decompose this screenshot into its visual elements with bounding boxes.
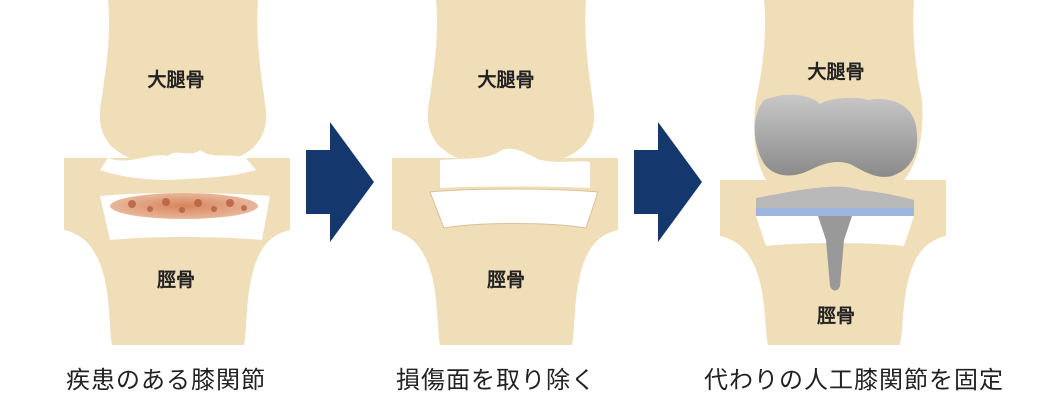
soft-tissue-left — [392, 0, 458, 158]
soft-tissue-left-mid — [720, 100, 766, 180]
soft-tissue-lower-right — [244, 230, 290, 345]
tibia-label: 脛骨 — [486, 269, 525, 291]
joint-gap — [440, 148, 590, 175]
caption-diseased-knee: 疾患のある膝関節 — [66, 366, 266, 394]
right-arrow-icon — [634, 122, 702, 242]
panel-diseased-knee: 大腿骨 脛骨 — [64, 0, 290, 345]
femoral-implant — [754, 94, 918, 177]
panel-resected-knee: 大腿骨 脛骨 — [392, 0, 618, 345]
tibial-liner — [756, 208, 914, 216]
soft-tissue-left — [720, 0, 766, 100]
soft-tissue-right — [236, 0, 290, 158]
fibula-region — [392, 230, 440, 345]
soft-tissue-right — [913, 0, 946, 100]
caption-implant-knee: 代わりの人工膝関節を固定 — [704, 366, 1004, 394]
soft-tissue-left — [64, 0, 130, 158]
fibula-region — [720, 236, 768, 345]
tibia-label: 脛骨 — [816, 305, 855, 327]
tibia-plateau-resected — [429, 188, 599, 229]
tibial-stem — [818, 216, 852, 291]
tibia-label: 脛骨 — [156, 269, 195, 291]
fibula-region — [64, 230, 112, 345]
panel-implant-knee: 大腿骨 脛骨 — [720, 0, 946, 345]
lesion-spots — [128, 198, 247, 213]
tibial-tray — [756, 186, 914, 210]
joint-gap-lower — [440, 175, 590, 188]
right-arrow-icon — [306, 122, 374, 242]
femur-label: 大腿骨 — [477, 68, 534, 91]
soft-tissue-right — [564, 0, 618, 158]
soft-tissue-right-mid — [904, 100, 946, 180]
worn-cartilage — [100, 150, 256, 180]
lesion-area — [110, 193, 258, 219]
caption-resected-knee: 損傷面を取り除く — [396, 366, 596, 394]
femur-label: 大腿骨 — [807, 60, 864, 83]
femur-label: 大腿骨 — [147, 68, 204, 91]
soft-tissue-lower-right — [900, 236, 946, 345]
soft-tissue-lower-right — [572, 230, 618, 345]
